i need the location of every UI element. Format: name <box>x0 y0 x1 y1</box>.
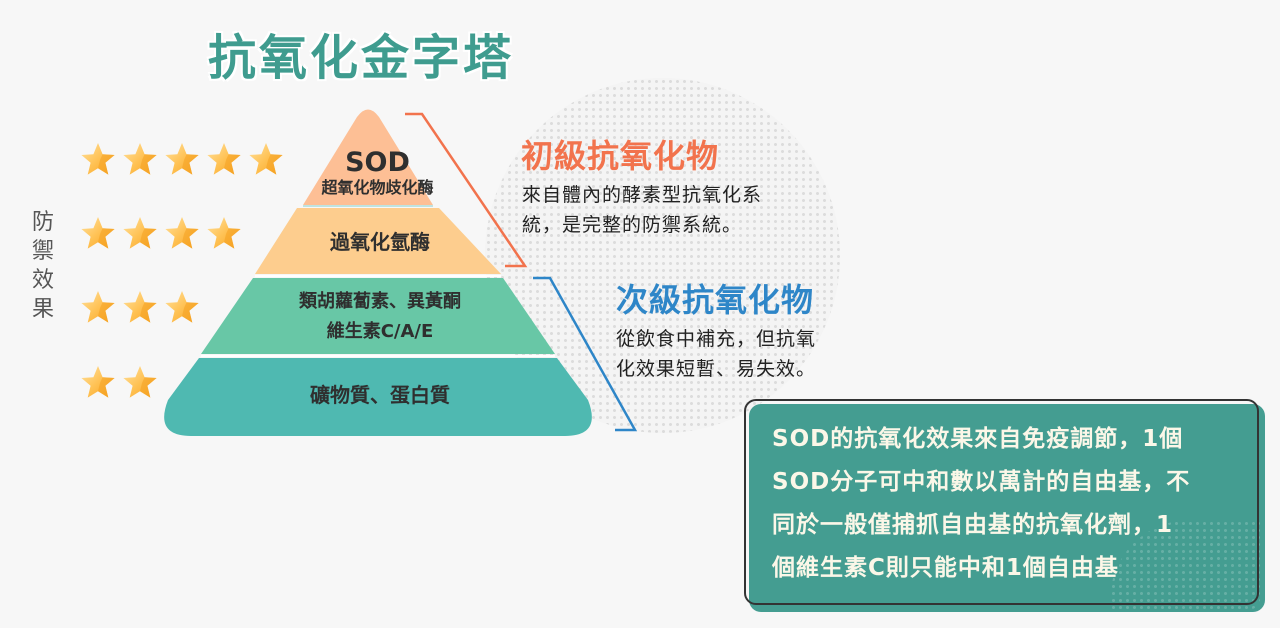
description-line: 統，是完整的防禦系統。 <box>522 214 743 236</box>
side-label-char: 果 <box>31 297 54 322</box>
pyramid-layer-catalase <box>255 208 501 274</box>
note-line: SOD分子可中和數以萬計的自由基，不 <box>772 469 1191 495</box>
star-icon <box>122 365 158 399</box>
description-line: 從飲食中補充，但抗氧 <box>616 328 817 350</box>
star-icon <box>80 142 116 176</box>
pyramid-layer-minerals-label: 礦物質、蛋白質 <box>310 383 450 407</box>
side-label-char: 效 <box>31 268 54 293</box>
sod-note-text: SOD的抗氧化效果來自免疫調節，1個 SOD分子可中和數以萬計的自由基，不 同於… <box>772 418 1242 590</box>
primary-antioxidant-heading: 初級抗氧化物 <box>521 137 720 175</box>
note-line: 個維生素C則只能中和1個自由基 <box>772 555 1119 581</box>
pyramid-layer-carotenoids <box>201 278 555 354</box>
star-icon <box>80 290 116 324</box>
sod-subtitle: 超氧化物歧化酶 <box>321 178 434 197</box>
pyramid-graphic <box>164 109 638 436</box>
defense-effect-label: 防 禦 效 果 <box>28 208 58 324</box>
side-label-char: 禦 <box>31 239 54 264</box>
pyramid-layer-sod <box>303 109 433 205</box>
secondary-antioxidant-description: 從飲食中補充，但抗氧 化效果短暫、易失效。 <box>616 324 816 384</box>
pyramid-layer-minerals <box>164 358 592 436</box>
star-icon <box>80 365 116 399</box>
pyramid-layer-catalase-label: 過氧化氫酶 <box>330 230 430 254</box>
page-title: 抗氧化金字塔 <box>208 30 515 86</box>
carotenoids-line-2: 維生素C/A/E <box>326 321 434 342</box>
description-line: 化效果短暫、易失效。 <box>616 358 817 380</box>
pyramid-layer-sod-label: SOD 超氧化物歧化酶 <box>300 148 455 198</box>
side-label-char: 防 <box>31 210 54 235</box>
secondary-antioxidant-heading: 次級抗氧化物 <box>616 281 815 319</box>
star-rating-row-2 <box>80 365 158 399</box>
carotenoids-line-1: 類胡蘿蔔素、異黃酮 <box>299 291 461 312</box>
note-line: SOD的抗氧化效果來自免疫調節，1個 <box>772 426 1184 452</box>
star-icon <box>122 142 158 176</box>
primary-antioxidant-description: 來自體內的酵素型抗氧化系 統，是完整的防禦系統。 <box>522 180 762 240</box>
note-box-outline <box>744 399 1259 605</box>
note-box-background <box>749 404 1265 612</box>
note-line: 同於一般僅捕抓自由基的抗氧化劑，1 <box>772 512 1174 538</box>
star-icon <box>122 290 158 324</box>
pyramid-layer-carotenoids-label: 類胡蘿蔔素、異黃酮 維生素C/A/E <box>250 287 510 347</box>
star-icon <box>80 216 116 250</box>
star-icon <box>122 216 158 250</box>
description-line: 來自體內的酵素型抗氧化系 <box>522 184 763 206</box>
sod-title: SOD <box>345 147 410 178</box>
